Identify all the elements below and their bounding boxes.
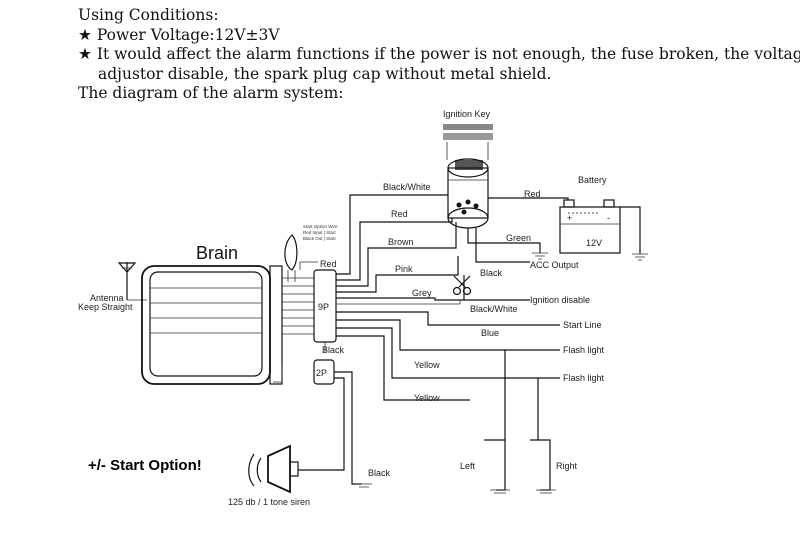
warning-text-line1: It would affect the alarm functions if t… <box>96 45 800 63</box>
battery-label: Battery <box>578 175 607 185</box>
wire-label-red-top: Red <box>391 209 408 219</box>
connector-9p-label: 9P <box>318 302 329 312</box>
wire-label-blue: Blue <box>481 328 499 338</box>
section-title: Using Conditions: <box>78 6 219 24</box>
wire-label-red-connector: Red <box>320 259 337 269</box>
antenna-label: Antenna <box>90 293 124 303</box>
wire-label-black-mid: Black <box>480 268 503 278</box>
harness-bundle <box>282 277 314 335</box>
star-bullet-icon: ★ <box>78 45 92 63</box>
output-label-flash-light-2: Flash light <box>563 373 605 383</box>
wire-label-grey: Grey <box>412 288 432 298</box>
using-conditions-text: Using Conditions: ★ Power Voltage:12V±3V… <box>78 6 800 104</box>
wire-label-green: Green <box>506 233 531 243</box>
brain-unit <box>141 265 283 385</box>
start-option-note-line1: Start Option Wire <box>303 224 338 229</box>
star-bullet-icon: ★ <box>78 25 92 44</box>
output-label-acc: ACC Output <box>530 260 579 270</box>
wire-label-brown: Brown <box>388 237 414 247</box>
wire-label-yellow-2: Yellow <box>414 393 440 403</box>
wire-label-yellow-1: Yellow <box>414 360 440 370</box>
start-option-note-line2: Red Input | Start <box>303 230 336 235</box>
wire-label-red-right: Red <box>524 189 541 199</box>
battery-voltage-label: 12V <box>586 238 602 248</box>
warning-text-line2: adjustor disable, the spark plug cap wit… <box>98 64 552 83</box>
antenna-instruction: Keep Straight <box>78 302 133 312</box>
warning-item: ★ It would affect the alarm functions if… <box>78 45 800 65</box>
ignition-key-label: Ignition Key <box>443 109 491 119</box>
svg-text:+: + <box>567 213 572 223</box>
wire-label-pink: Pink <box>395 264 413 274</box>
siren-label: 125 db / 1 tone siren <box>228 497 310 507</box>
power-voltage-text: Power Voltage:12V±3V <box>96 25 280 44</box>
connector-2p-label: 2P <box>316 368 327 378</box>
svg-text:-: - <box>607 213 610 223</box>
start-option-wire <box>284 234 298 282</box>
output-label-right: Right <box>556 461 578 471</box>
scissors-icon <box>452 275 472 296</box>
antenna-icon <box>117 262 147 301</box>
output-label-start-line: Start Line <box>563 320 602 330</box>
wire-paths <box>298 194 648 494</box>
output-label-flash-light-1: Flash light <box>563 345 605 355</box>
diagram-title: The diagram of the alarm system: <box>78 84 344 102</box>
power-voltage-item: ★ Power Voltage:12V±3V <box>78 26 793 46</box>
siren-icon <box>248 444 299 494</box>
output-label-left: Left <box>460 461 476 471</box>
wire-label-black-white-mid: Black/White <box>470 304 518 314</box>
start-option-callout: +/- Start Option! <box>88 457 202 474</box>
start-option-note-line3: Black Out | Start <box>303 236 336 241</box>
wire-label-black-connector: Black <box>322 345 345 355</box>
brain-label: Brain <box>196 243 238 263</box>
output-label-ignition-disable: Ignition disable <box>530 295 590 305</box>
wire-label-black-bottom: Black <box>368 468 391 478</box>
wire-label-black-white-top: Black/White <box>383 182 431 192</box>
battery-icon: + - <box>559 199 621 254</box>
ignition-key-icon <box>443 124 493 229</box>
